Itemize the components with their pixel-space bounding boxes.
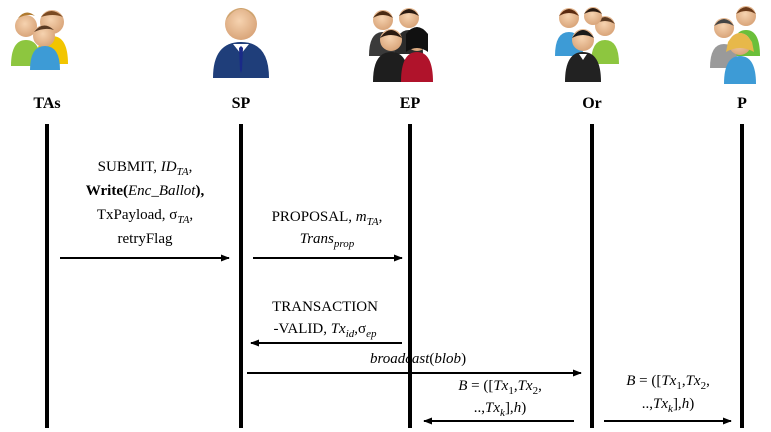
block-p-line1: B = ([Tx1,Tx2,	[626, 373, 710, 392]
group-users-icon	[369, 8, 433, 82]
block-ep-line2: ..,Txk],h)	[474, 400, 526, 419]
group-users-icon	[555, 7, 619, 82]
block-p-line2: ..,Txk],h)	[642, 396, 694, 415]
message-block-to-ep: B = ([Tx1,Tx2, ..,Txk],h)	[423, 378, 574, 425]
group-users-icon	[11, 10, 68, 70]
proposal-line1: PROPOSAL, mTA,	[272, 209, 383, 228]
message-submit: SUBMIT, IDTA, Write(Enc_Ballot), TxPaylo…	[60, 159, 230, 262]
participant-label-ep: EP	[400, 95, 421, 112]
businessman-icon	[213, 8, 269, 78]
submit-line1: SUBMIT, IDTA,	[98, 159, 193, 178]
participant-label-sp: SP	[232, 95, 251, 112]
transaction-valid-line2: -VALID, Txid,σep	[273, 321, 377, 340]
submit-line4: retryFlag	[118, 231, 173, 247]
participant-label-p: P	[737, 95, 747, 112]
message-block-to-p: B = ([Tx1,Tx2, ..,Txk],h)	[604, 373, 732, 425]
message-proposal: PROPOSAL, mTA, Transprop	[253, 209, 403, 262]
transaction-valid-line1: TRANSACTION	[272, 299, 378, 315]
broadcast-label: broadcast(blob)	[370, 351, 466, 367]
message-broadcast: broadcast(blob)	[247, 351, 582, 377]
participant-label-tas: TAs	[33, 95, 60, 112]
message-transaction-valid: TRANSACTION -VALID, Txid,σep	[250, 299, 402, 347]
participant-label-or: Or	[582, 95, 602, 112]
submit-line3: TxPayload, σTA,	[97, 207, 193, 226]
submit-line2: Write(Enc_Ballot),	[86, 183, 205, 199]
proposal-line2: Transprop	[300, 231, 355, 250]
group-users-icon	[710, 6, 760, 84]
block-ep-line1: B = ([Tx1,Tx2,	[458, 378, 542, 397]
